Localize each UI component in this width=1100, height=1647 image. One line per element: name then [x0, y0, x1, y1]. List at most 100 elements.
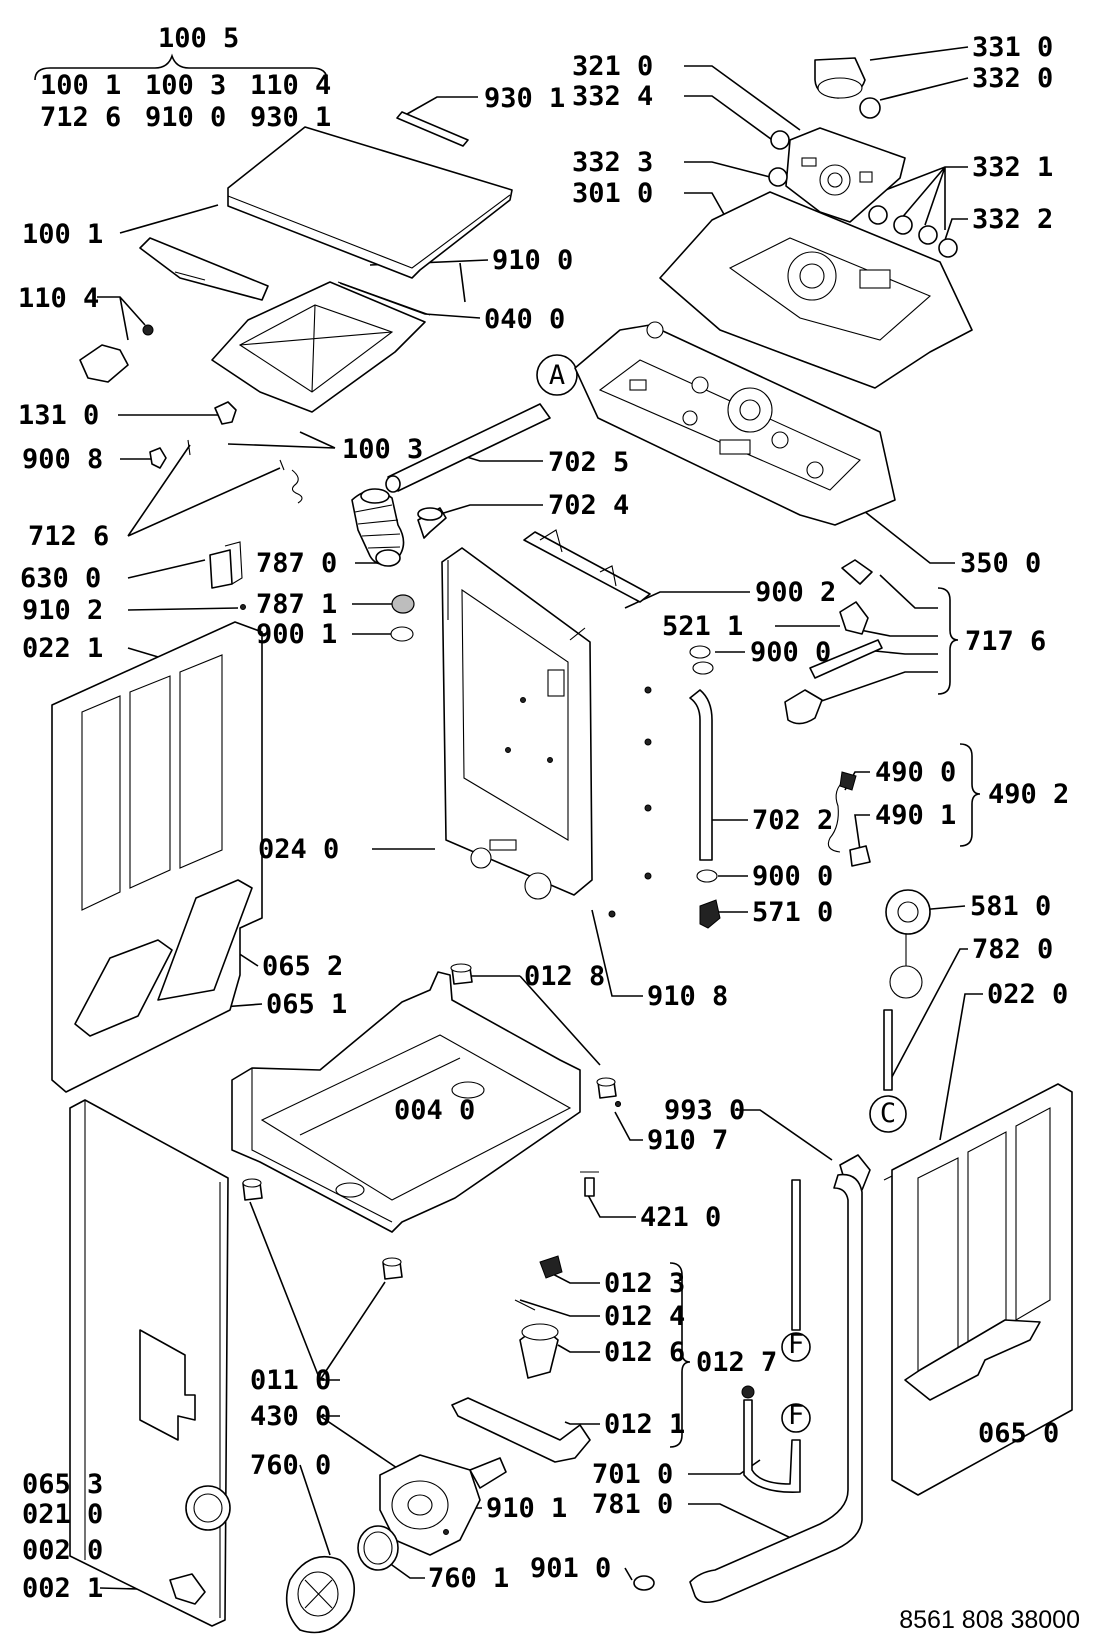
- callout-065-3: 065 3: [22, 1469, 103, 1500]
- callout-332-3: 332 3: [572, 147, 653, 178]
- callout-321-0: 321 0: [572, 51, 653, 82]
- callout-581-0: 581 0: [970, 891, 1051, 922]
- callout-012-4: 012 4: [604, 1301, 685, 1332]
- callout-910-8: 910 8: [647, 981, 728, 1012]
- part-521-1: [839, 601, 869, 635]
- callout-760-0: 760 0: [250, 1450, 331, 1481]
- part-065-1: [74, 939, 173, 1037]
- callout-350-0: 350 0: [960, 548, 1041, 579]
- callout-332-0: 332 0: [972, 63, 1053, 94]
- callout-040-0: 040 0: [484, 304, 565, 335]
- part-131-0: [214, 401, 237, 425]
- callout-787-1: 787 1: [256, 589, 337, 620]
- part-110-4-strip: [139, 237, 269, 301]
- callout-065-0: 065 0: [978, 1418, 1059, 1449]
- callout-100-3: 100 3: [342, 434, 423, 465]
- part-900-8: [149, 447, 167, 469]
- part-065-3: [139, 1329, 196, 1441]
- part-900-2-bracket: [523, 531, 651, 603]
- marker-f-circle-b: [781, 1403, 811, 1433]
- part-332-1-button-c: [918, 225, 938, 245]
- callout-701-0: 701 0: [592, 1459, 673, 1490]
- part-571-0-valve: [699, 899, 721, 929]
- callout-910-7: 910 7: [647, 1125, 728, 1156]
- callout-900-0-upper: 900 0: [750, 637, 831, 668]
- part-100-3-frame: [211, 281, 426, 413]
- callout-712-6: 712 6: [28, 521, 109, 552]
- marker-c-letter: C: [880, 1098, 896, 1129]
- part-717-6-lever: [841, 559, 873, 585]
- part-065-0: [904, 1319, 1041, 1401]
- part-065-2: [157, 879, 253, 1001]
- marker-f-letter-a: F: [788, 1329, 804, 1360]
- callout-022-1: 022 1: [22, 633, 103, 664]
- callout-012-1: 012 1: [604, 1409, 685, 1440]
- part-901-0: [633, 1575, 655, 1591]
- marker-c-circle: [869, 1095, 907, 1133]
- callout-521-1: 521 1: [662, 611, 743, 642]
- part-702-2-tube: [689, 689, 713, 861]
- callout-331-0: 331 0: [972, 32, 1053, 63]
- callout-332-4: 332 4: [572, 81, 653, 112]
- part-490-1: [849, 845, 871, 867]
- callout-910-0: 910 0: [492, 245, 573, 276]
- part-717-6-rod: [809, 639, 883, 679]
- callout-717-6: 717 6: [965, 626, 1046, 657]
- callout-900-0-lower: 900 0: [752, 861, 833, 892]
- part-pipe-c: [883, 1009, 893, 1091]
- callout-024-0: 024 0: [258, 834, 339, 865]
- screw-column: [608, 686, 652, 918]
- callout-002-0: 002 0: [22, 1535, 103, 1566]
- part-024-0-rear-panel: [441, 547, 593, 896]
- callout-490-1: 490 1: [875, 800, 956, 831]
- part-drain-hose-vertical: [791, 1179, 801, 1331]
- part-110-4-clip: [79, 344, 129, 383]
- part-332-1-button-b: [893, 215, 913, 235]
- callout-782-0: 782 0: [972, 934, 1053, 965]
- callout-910-0-top: 910 0: [145, 102, 226, 133]
- marker-a-circle: [536, 354, 578, 396]
- part-002-1: [169, 1573, 206, 1605]
- callout-100-5: 100 5: [158, 23, 239, 54]
- marker-f-letter-b: F: [788, 1400, 804, 1431]
- callout-021-0: 021 0: [22, 1499, 103, 1530]
- part-787-1: [391, 594, 415, 614]
- callout-011-0: 011 0: [250, 1365, 331, 1396]
- part-900-1: [390, 626, 414, 642]
- part-630-0: [209, 549, 233, 589]
- part-004-0-base-frame: [231, 971, 581, 1233]
- callout-012-8: 012 8: [524, 961, 605, 992]
- part-012-1: [451, 1397, 591, 1463]
- callout-760-1: 760 1: [428, 1563, 509, 1594]
- callout-900-8: 900 8: [22, 444, 103, 475]
- callout-332-1: 332 1: [972, 152, 1053, 183]
- part-490-0-cable: [827, 779, 846, 853]
- callout-900-2: 900 2: [755, 577, 836, 608]
- callout-065-2: 065 2: [262, 951, 343, 982]
- callout-490-2: 490 2: [988, 779, 1069, 810]
- callout-702-2: 702 2: [752, 805, 833, 836]
- marker-a-letter: A: [549, 360, 565, 391]
- callout-100-1: 100 1: [22, 219, 103, 250]
- document-id: 8561 808 38000: [899, 1606, 1080, 1634]
- part-332-4-button: [770, 130, 790, 150]
- callout-910-2: 910 2: [22, 595, 103, 626]
- callout-065-1: 065 1: [266, 989, 347, 1020]
- callout-301-0: 301 0: [572, 178, 653, 209]
- callout-332-2: 332 2: [972, 204, 1053, 235]
- part-012-3: [539, 1255, 563, 1279]
- callout-490-0: 490 0: [875, 757, 956, 788]
- part-782-0-ball: [889, 965, 923, 999]
- callout-labels: 100 5 100 1 100 3 110 4 712 6 910 0 930 …: [18, 23, 1080, 1634]
- callout-004-0: 004 0: [394, 1095, 475, 1126]
- part-332-0-button: [859, 97, 881, 119]
- callout-930-1-top: 930 1: [250, 102, 331, 133]
- callout-022-0: 022 0: [987, 979, 1068, 1010]
- callout-012-6: 012 6: [604, 1337, 685, 1368]
- part-781-0-drain-pipe: [689, 1173, 863, 1604]
- callout-910-1: 910 1: [486, 1493, 567, 1524]
- part-332-2-button: [938, 238, 958, 258]
- part-712-6-spring: [291, 469, 303, 504]
- callout-012-3: 012 3: [604, 1268, 685, 1299]
